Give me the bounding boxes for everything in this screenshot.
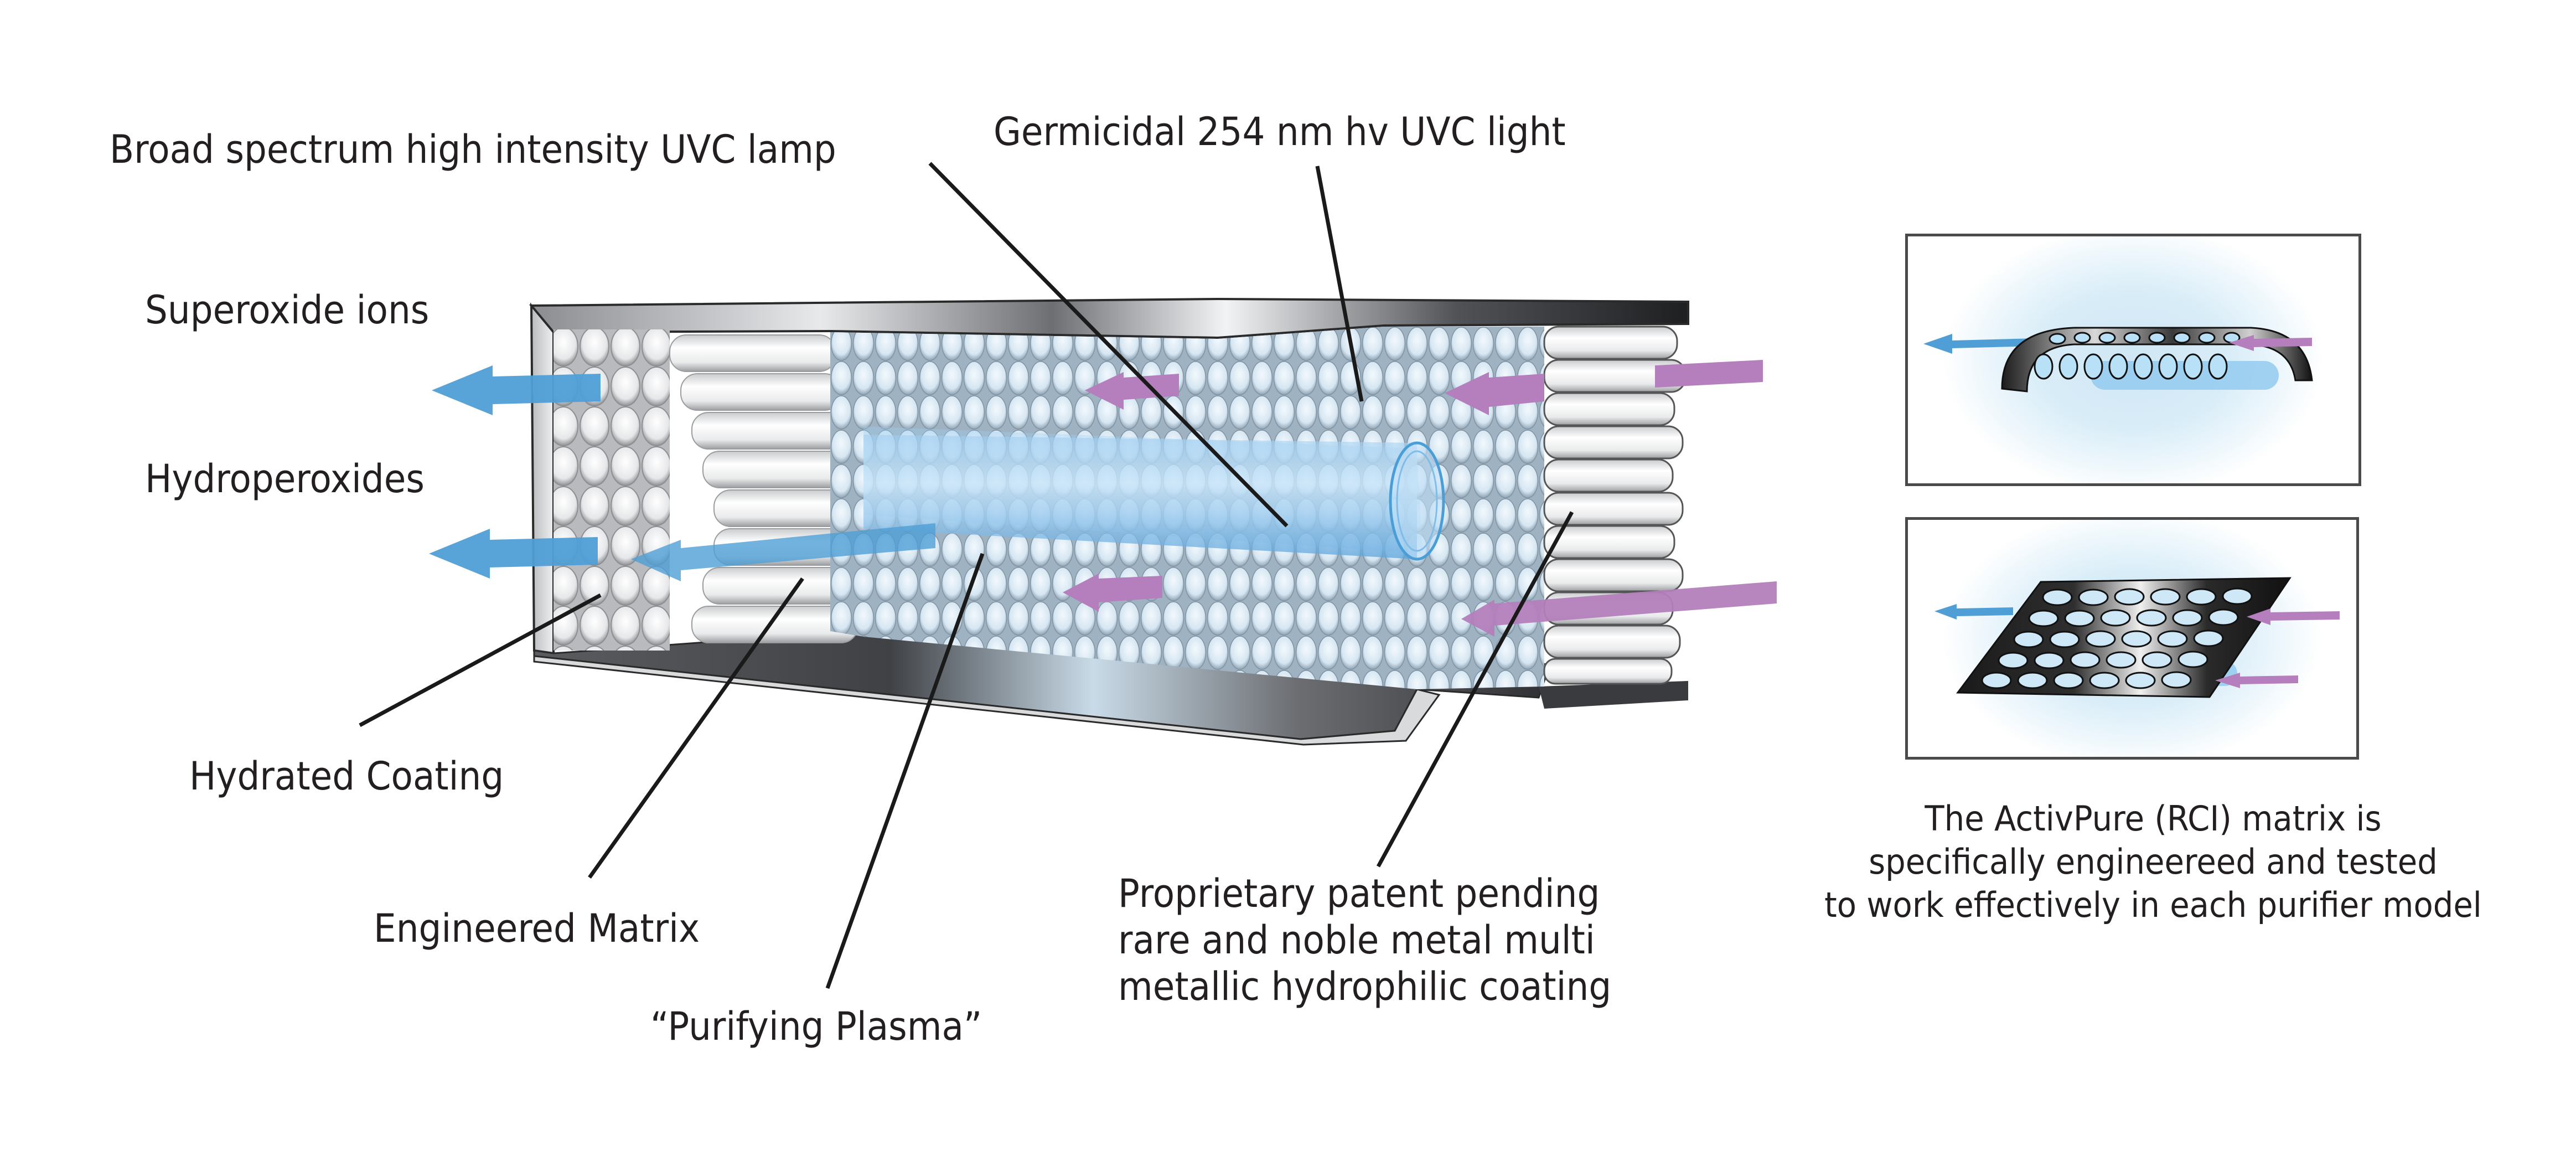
uvc-lamp xyxy=(863,426,1445,561)
inset-panel-cylindrical-matrix xyxy=(1905,234,2361,486)
inset-panel-flat-matrix xyxy=(1905,517,2359,760)
inflow-arrow-small xyxy=(2229,335,2312,351)
outflow-arrow-small-1 xyxy=(1934,604,2013,620)
inflow-arrows xyxy=(1063,360,1777,637)
superoxide-arrow xyxy=(432,365,601,415)
label-proprietary-coating: Proprietary patent pending rare and nobl… xyxy=(1118,870,1611,1010)
leader-purifying-plasma xyxy=(825,553,985,989)
label-purifying-plasma: “Purifying Plasma” xyxy=(650,1004,982,1049)
hydroperoxide-arrow xyxy=(429,529,598,579)
inflow-arrow-top-outer xyxy=(1655,360,1763,388)
cylindrical-matrix-illustration xyxy=(1923,327,2313,393)
inflow-arrow-top-center xyxy=(1085,372,1179,410)
inner-blue-arrow xyxy=(631,523,935,581)
label-hydroperoxides: Hydroperoxides xyxy=(145,456,425,502)
caption-line-2: specifically engineereed and tested xyxy=(1869,842,2438,882)
perforation-holes xyxy=(2034,332,2241,380)
leader-lines xyxy=(359,162,1574,989)
housing-right-bottom xyxy=(1539,681,1688,709)
flat-matrix-illustration xyxy=(1934,577,2340,698)
lamp-end xyxy=(1389,441,1445,561)
outflow-arrows xyxy=(429,365,935,581)
caption-line-1: The ActivPure (RCI) matrix is xyxy=(1925,798,2382,839)
uv-glow xyxy=(1908,236,2358,483)
inflow-arrow-top-inner xyxy=(1445,372,1544,415)
label-superoxide-ions: Superoxide ions xyxy=(145,287,430,333)
leader-proprietary xyxy=(1376,511,1574,868)
perforation-holes xyxy=(1981,587,2253,689)
leader-engineered-matrix xyxy=(588,577,804,879)
proprietary-line-2: rare and noble metal multi xyxy=(1118,917,1595,963)
label-hydrated-coating: Hydrated Coating xyxy=(189,754,504,799)
housing-left-wall xyxy=(530,302,555,655)
lamp-body xyxy=(863,435,1417,559)
leader-hydrated-coating xyxy=(359,593,602,727)
outflow-arrow-small xyxy=(1923,334,2035,354)
label-uvc-lamp: Broad spectrum high intensity UVC lamp xyxy=(110,127,836,172)
label-engineered-matrix: Engineered Matrix xyxy=(374,906,700,951)
inflow-arrow-small-2 xyxy=(2215,673,2298,688)
proprietary-line-3: metallic hydrophilic coating xyxy=(1118,964,1612,1009)
caption-line-3: to work effectively in each purifier mod… xyxy=(1824,885,2482,925)
leader-germicidal xyxy=(1315,166,1364,402)
inflow-arrow-small-1 xyxy=(2247,608,2340,625)
inflow-arrow-bottom-outer xyxy=(1461,581,1777,637)
housing-front-lip xyxy=(533,655,1441,746)
matrix-caption: The ActivPure (RCI) matrix is specifical… xyxy=(1798,797,2508,927)
proprietary-line-1: Proprietary patent pending xyxy=(1118,871,1600,916)
inflow-arrow-bottom-center xyxy=(1063,574,1162,612)
leader-uvc-lamp xyxy=(928,162,1289,528)
label-germicidal-uvc-light: Germicidal 254 nm hv UVC light xyxy=(994,109,1566,154)
